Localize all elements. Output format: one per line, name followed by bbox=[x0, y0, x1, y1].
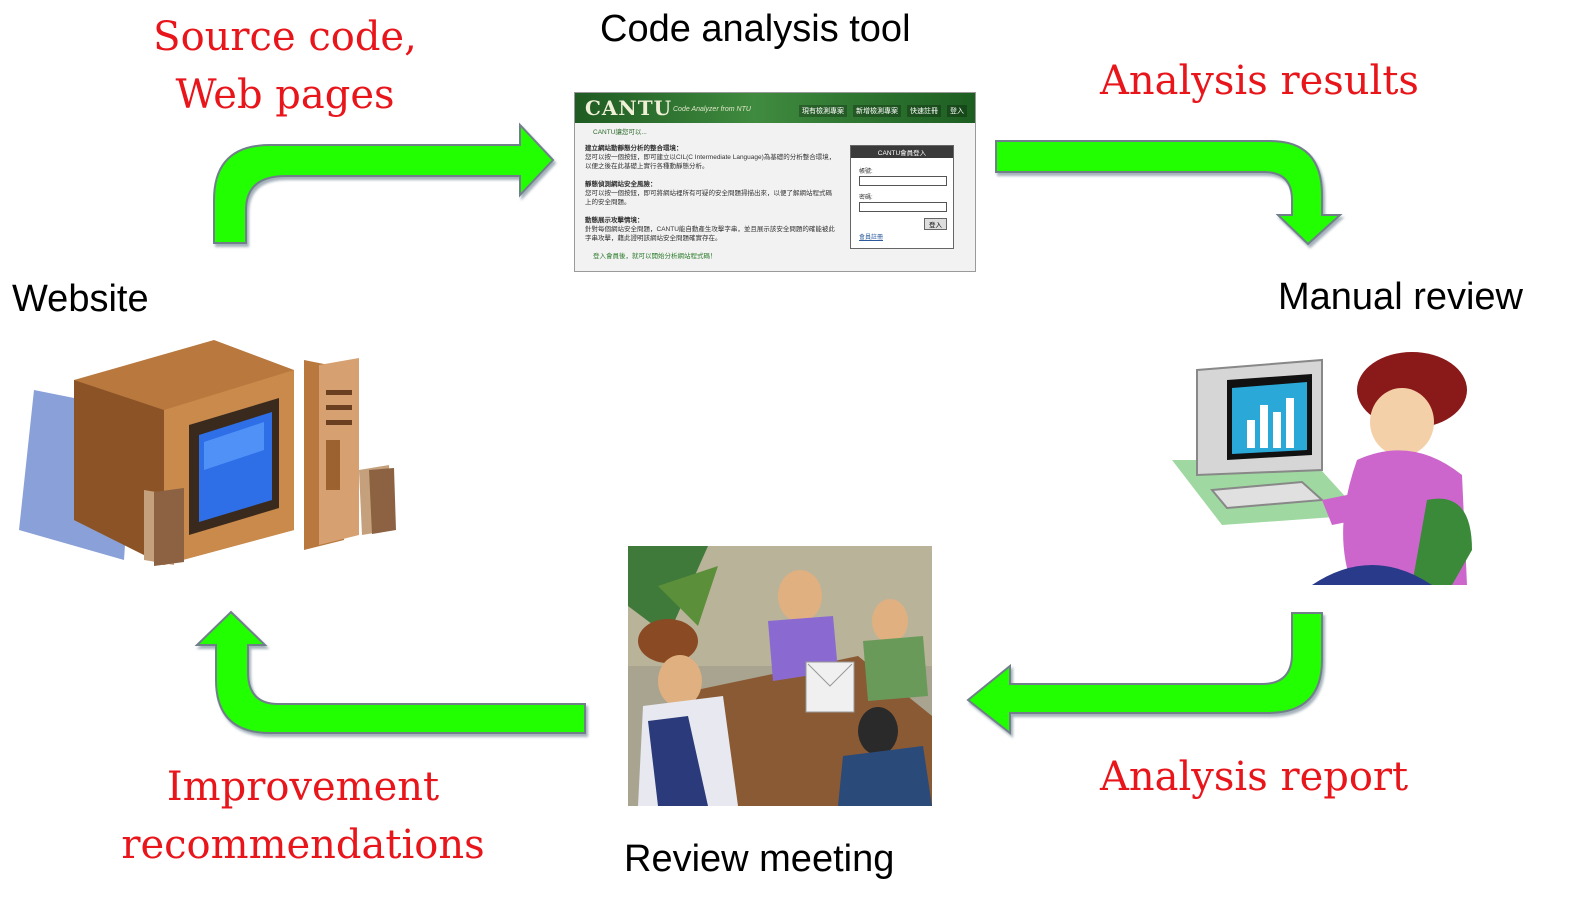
cantu-password-label: 密碼: bbox=[859, 195, 873, 201]
cantu-bullet2-title: 靜態偵測網站安全風險： bbox=[585, 181, 657, 188]
cantu-bullet1-body: 您可以按一個按鈕，即可建立以CIL(C Intermediate Languag… bbox=[585, 153, 836, 170]
cantu-bullet2-body: 您可以按一個按鈕，即可將網站裡所有可疑的安全問題掃描出來，以便了解網站程式碼上的… bbox=[585, 189, 832, 206]
analysis-report-label: Analysis report bbox=[1100, 754, 1409, 800]
cantu-bullet1-title: 建立網站動靜態分析的整合環境： bbox=[585, 145, 683, 152]
arrow-source-to-tool bbox=[213, 122, 555, 244]
improvement-line2: recommendations bbox=[121, 822, 485, 868]
person-at-computer-icon bbox=[1172, 352, 1472, 585]
cantu-password-input[interactable] bbox=[859, 202, 947, 212]
cantu-account-label: 帳號: bbox=[859, 169, 873, 175]
cantu-bullet1: 建立網站動靜態分析的整合環境： 您可以按一個按鈕，即可建立以CIL(C Inte… bbox=[585, 145, 837, 171]
arrow-tool-to-review bbox=[995, 140, 1343, 246]
arrow-review-to-meeting bbox=[966, 612, 1323, 736]
cantu-bullet2: 靜態偵測網站安全風險： 您可以按一個按鈕，即可將網站裡所有可疑的安全問題掃描出來… bbox=[585, 181, 837, 207]
cantu-nav-item[interactable]: 快速註冊 bbox=[907, 105, 941, 117]
cantu-footer: 登入會員後，就可以開始分析網站程式碼！ bbox=[593, 253, 717, 260]
cantu-screenshot: CANTU Code Analyzer from NTU 現有檢測專案 新增檢測… bbox=[574, 92, 976, 272]
meeting-icon bbox=[628, 546, 932, 806]
cantu-login-box: CANTU會員登入 帳號: 密碼: 登入 會員註冊 bbox=[850, 145, 954, 249]
cantu-nav-item[interactable]: 新增檢測專案 bbox=[853, 105, 901, 117]
computer-icon bbox=[19, 340, 396, 566]
cantu-logo: CANTU bbox=[585, 96, 673, 120]
cantu-login-title: CANTU會員登入 bbox=[851, 146, 953, 158]
code-analysis-tool-label: Code analysis tool bbox=[600, 8, 911, 50]
cantu-bullet3-body: 針對每個網站安全問題，CANTU能自動產生攻擊字串，並且展示該安全問題的確能被此… bbox=[585, 225, 835, 242]
cantu-nav: 現有檢測專案 新增檢測專案 快速註冊 登入 bbox=[799, 105, 967, 117]
cantu-account-input[interactable] bbox=[859, 176, 947, 186]
source-code-line1: Source code, bbox=[153, 14, 417, 60]
improvement-label: Improvement recommendations bbox=[118, 758, 488, 874]
cantu-bullet3-title: 動態展示攻擊情境： bbox=[585, 217, 644, 224]
improvement-line1: Improvement bbox=[166, 764, 440, 810]
cantu-body: CANTU讓您可以... 建立網站動靜態分析的整合環境： 您可以按一個按鈕，即可… bbox=[575, 123, 975, 271]
cantu-nav-item[interactable]: 現有檢測專案 bbox=[799, 105, 847, 117]
review-meeting-label: Review meeting bbox=[624, 838, 895, 880]
cantu-intro: CANTU讓您可以... bbox=[593, 129, 647, 136]
cantu-header: CANTU Code Analyzer from NTU 現有檢測專案 新增檢測… bbox=[575, 93, 975, 123]
cantu-nav-item[interactable]: 登入 bbox=[947, 105, 967, 117]
manual-review-label: Manual review bbox=[1278, 276, 1523, 318]
source-code-line2: Web pages bbox=[175, 72, 395, 118]
arrow-meeting-to-website bbox=[194, 610, 586, 734]
source-code-label: Source code, Web pages bbox=[140, 8, 430, 124]
website-label: Website bbox=[12, 278, 149, 320]
cantu-bullet3: 動態展示攻擊情境： 針對每個網站安全問題，CANTU能自動產生攻擊字串，並且展示… bbox=[585, 217, 837, 243]
cantu-logo-sub: Code Analyzer from NTU bbox=[673, 106, 751, 113]
cantu-register-link[interactable]: 會員註冊 bbox=[859, 235, 884, 241]
cantu-login-button[interactable]: 登入 bbox=[924, 218, 947, 230]
analysis-results-label: Analysis results bbox=[1100, 58, 1419, 104]
